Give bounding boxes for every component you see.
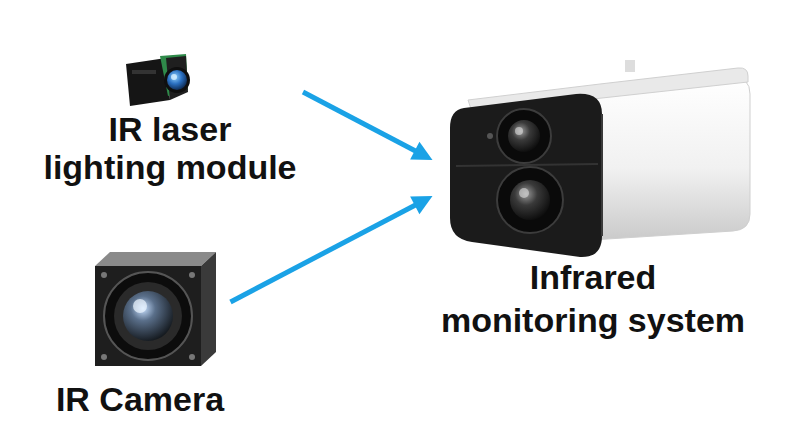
arrow-head: [410, 142, 432, 160]
picture-node: Infrared monitoring system: [433, 70, 754, 347]
arrow-connector: [231, 196, 433, 302]
node-label: IR laser lighting module: [43, 110, 297, 186]
arrow-head: [410, 196, 432, 214]
node-label: IR Camera: [56, 380, 225, 418]
camera-block-icon: [95, 252, 216, 366]
laser-module-icon: [126, 54, 190, 106]
arrow-connector: [303, 92, 433, 160]
arrow-line: [303, 92, 418, 153]
node-label: Infrared monitoring system: [439, 256, 748, 341]
bullet-camera-icon: [450, 60, 750, 257]
picture-node: IR Camera: [50, 250, 231, 424]
picture-node: IR laser lighting module: [37, 48, 303, 192]
arrow-line: [231, 203, 419, 302]
